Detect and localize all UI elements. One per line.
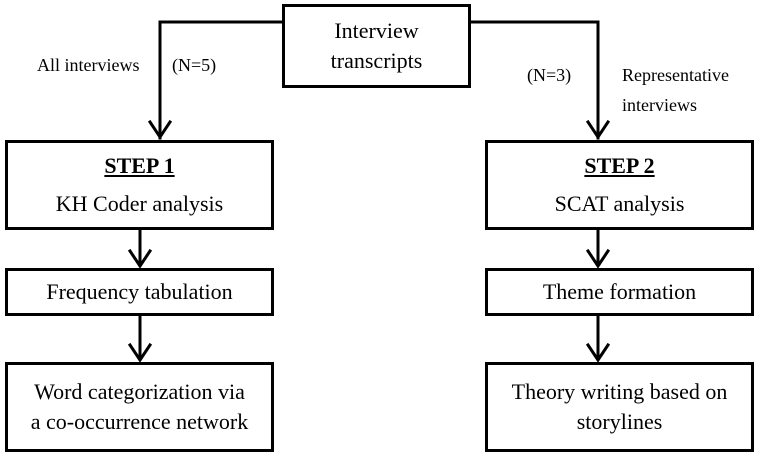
step1-method: KH Coder analysis [55, 191, 224, 216]
arrowhead-step2 [585, 119, 611, 140]
arrowhead-word [127, 342, 153, 363]
edge-label-n3: (N=3) [527, 65, 572, 85]
node-theory-writing: Theory writing based on storylines [485, 362, 754, 452]
node-theme-formation: Theme formation [485, 268, 754, 316]
theory-writing-line2: storylines [576, 409, 663, 434]
node-frequency-tabulation: Frequency tabulation [5, 268, 274, 316]
connector-to-step2 [469, 20, 600, 140]
edge-label-interviews: interviews [622, 95, 697, 115]
step1-title: STEP 1 [104, 153, 175, 178]
edge-label-representative: Representative [622, 65, 729, 85]
word-categorization-line1: Word categorization via [34, 379, 245, 404]
node-step2: STEP 2 SCAT analysis [485, 140, 754, 230]
edge-label-all-interviews: All interviews [37, 55, 140, 75]
arrowhead-step1 [147, 119, 173, 140]
step2-method: SCAT analysis [554, 191, 685, 216]
arrowhead-frequency [127, 248, 153, 269]
node-step1: STEP 1 KH Coder analysis [5, 140, 274, 230]
node-interview-transcripts-line2: transcripts [330, 48, 423, 73]
node-interview-transcripts: Interview transcripts [282, 4, 471, 88]
node-word-categorization: Word categorization via a co-occurrence … [5, 362, 274, 452]
node-interview-transcripts-line1: Interview [334, 18, 419, 43]
step2-title: STEP 2 [584, 153, 655, 178]
frequency-tabulation-label: Frequency tabulation [46, 279, 233, 304]
word-categorization-line2: a co-occurrence network [30, 409, 249, 434]
arrowhead-theory [585, 342, 611, 363]
arrowhead-theme [585, 248, 611, 269]
connector-to-step1 [158, 20, 284, 140]
theme-formation-label: Theme formation [542, 279, 697, 304]
theory-writing-line1: Theory writing based on [511, 379, 728, 404]
edge-label-n5: (N=5) [172, 55, 217, 75]
